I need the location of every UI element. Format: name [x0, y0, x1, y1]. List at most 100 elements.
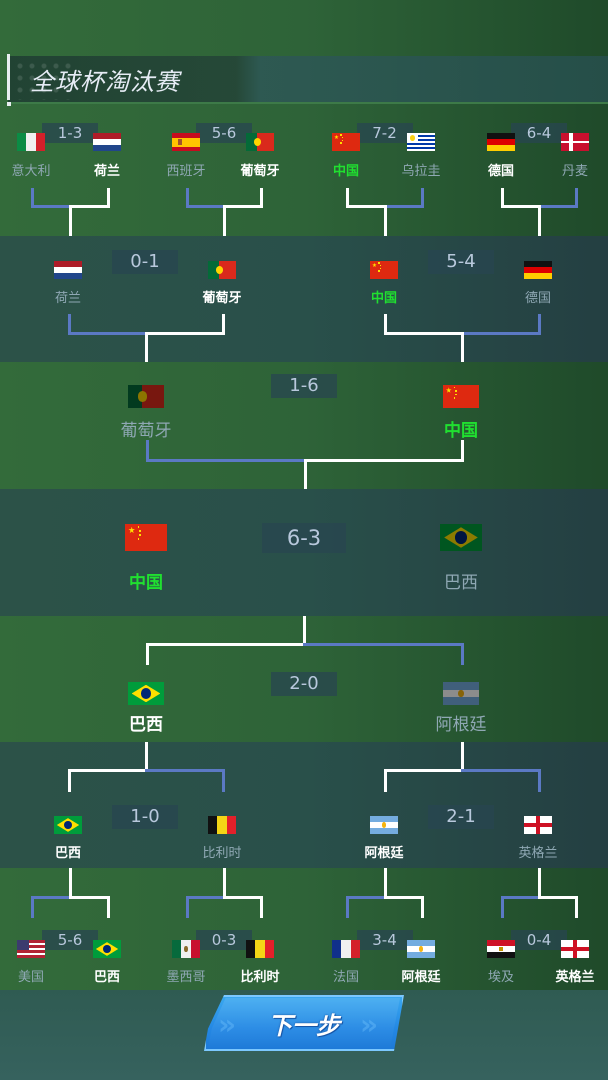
bracket-line — [384, 205, 424, 208]
team-name: 意大利 — [11, 164, 51, 179]
match-score: 0-3 — [196, 930, 252, 950]
band-top-r16 — [0, 0, 608, 236]
next-step-button-sheen — [207, 998, 401, 1048]
match-score: 6-3 — [262, 523, 346, 553]
bracket-line — [223, 205, 226, 236]
china-flag-icon — [332, 133, 360, 151]
bracket-line — [68, 769, 71, 792]
team-name: 埃及 — [487, 970, 514, 985]
bracket-line — [186, 896, 223, 899]
bracket-line — [575, 896, 578, 918]
title-accent-dot — [7, 102, 11, 106]
germany-flag-icon — [487, 133, 515, 151]
bracket-line — [461, 769, 541, 772]
team-name: 阿根廷 — [364, 846, 404, 861]
bracket-line — [186, 896, 189, 918]
bracket-line — [538, 769, 541, 792]
bracket-line — [107, 188, 110, 208]
title-decoration — [14, 60, 74, 100]
team-name: 比利时 — [202, 846, 242, 861]
china-flag-icon — [125, 524, 167, 551]
match-score: 7-2 — [356, 123, 413, 143]
bracket-line — [461, 742, 464, 772]
team-name: 法国 — [332, 970, 359, 985]
team-name: 美国 — [17, 970, 44, 985]
bracket-line — [538, 896, 578, 899]
bracket-line — [68, 332, 145, 335]
bracket-line — [384, 896, 424, 899]
bracket-line — [384, 868, 387, 899]
title-accent-bar — [7, 54, 10, 100]
bracket-line — [538, 205, 541, 236]
team-name: 荷兰 — [54, 291, 81, 306]
bracket-line — [31, 896, 69, 899]
band-bottom-qf — [0, 742, 608, 868]
team-name: 德国 — [524, 291, 551, 306]
match-score: 2-0 — [271, 672, 337, 696]
bracket-line — [304, 459, 464, 462]
bracket-line — [575, 188, 578, 208]
match-score: 5-6 — [42, 930, 98, 950]
bracket-line — [186, 188, 189, 208]
bracket-line — [461, 440, 464, 462]
next-step-label[interactable]: 下一步 — [268, 1012, 340, 1040]
mexico-flag-icon — [172, 940, 200, 958]
team-name: 德国 — [487, 164, 514, 179]
bracket-line — [146, 643, 149, 665]
bracket-line — [501, 188, 504, 208]
band-top-qf — [0, 236, 608, 362]
chevron-right-icon: » — [218, 1008, 237, 1041]
portugal-flag-icon — [128, 385, 164, 408]
argentina-flag-icon — [443, 682, 479, 705]
bracket-line — [501, 205, 538, 208]
bracket-line — [146, 459, 304, 462]
team-name: 英格兰 — [518, 846, 558, 861]
italy-flag-icon — [17, 133, 45, 151]
argentina-flag-icon — [370, 816, 398, 834]
chevron-right-icon: » — [360, 1008, 379, 1041]
denmark-flag-icon — [561, 133, 589, 151]
bracket-line — [69, 205, 110, 208]
bracket-line — [145, 332, 225, 335]
team-name: 巴西 — [93, 970, 120, 985]
bracket-line — [222, 769, 225, 792]
bracket-line — [31, 896, 34, 918]
bracket-line — [304, 459, 307, 489]
bracket-line — [31, 188, 34, 208]
bracket-line — [346, 188, 349, 208]
bracket-line — [146, 440, 149, 462]
team-name: 西班牙 — [166, 164, 206, 179]
england-flag-icon — [561, 940, 589, 958]
team-name: 荷兰 — [93, 164, 120, 179]
match-score: 1-0 — [112, 805, 178, 829]
brazil-flag-icon — [128, 682, 164, 705]
bracket-line — [145, 332, 148, 362]
match-score: 3-4 — [356, 930, 413, 950]
bracket-line — [68, 769, 145, 772]
bracket-line — [346, 205, 384, 208]
team-name: 巴西 — [444, 573, 478, 593]
china-flag-icon — [443, 385, 479, 408]
match-score: 2-1 — [428, 805, 494, 829]
bracket-line — [461, 332, 464, 362]
bracket-line — [68, 314, 71, 335]
title-bar — [8, 56, 608, 104]
bracket-line — [260, 188, 263, 208]
match-score: 5-6 — [196, 123, 252, 143]
usa-flag-icon — [17, 940, 45, 958]
bracket-line — [384, 769, 461, 772]
england-flag-icon — [524, 816, 552, 834]
bracket-line — [384, 314, 387, 335]
next-step-button[interactable] — [204, 995, 404, 1051]
team-name: 葡萄牙 — [120, 421, 172, 441]
team-name: 中国 — [129, 573, 163, 593]
bracket-line — [421, 896, 424, 918]
bracket-line — [461, 643, 464, 665]
band-bottom-r16 — [0, 868, 608, 990]
team-name: 阿根廷 — [435, 715, 487, 735]
bracket-line — [421, 188, 424, 208]
bracket-line — [384, 205, 387, 236]
bracket-line — [303, 643, 464, 646]
bracket-line — [222, 314, 225, 335]
portugal-flag-icon — [208, 261, 236, 279]
